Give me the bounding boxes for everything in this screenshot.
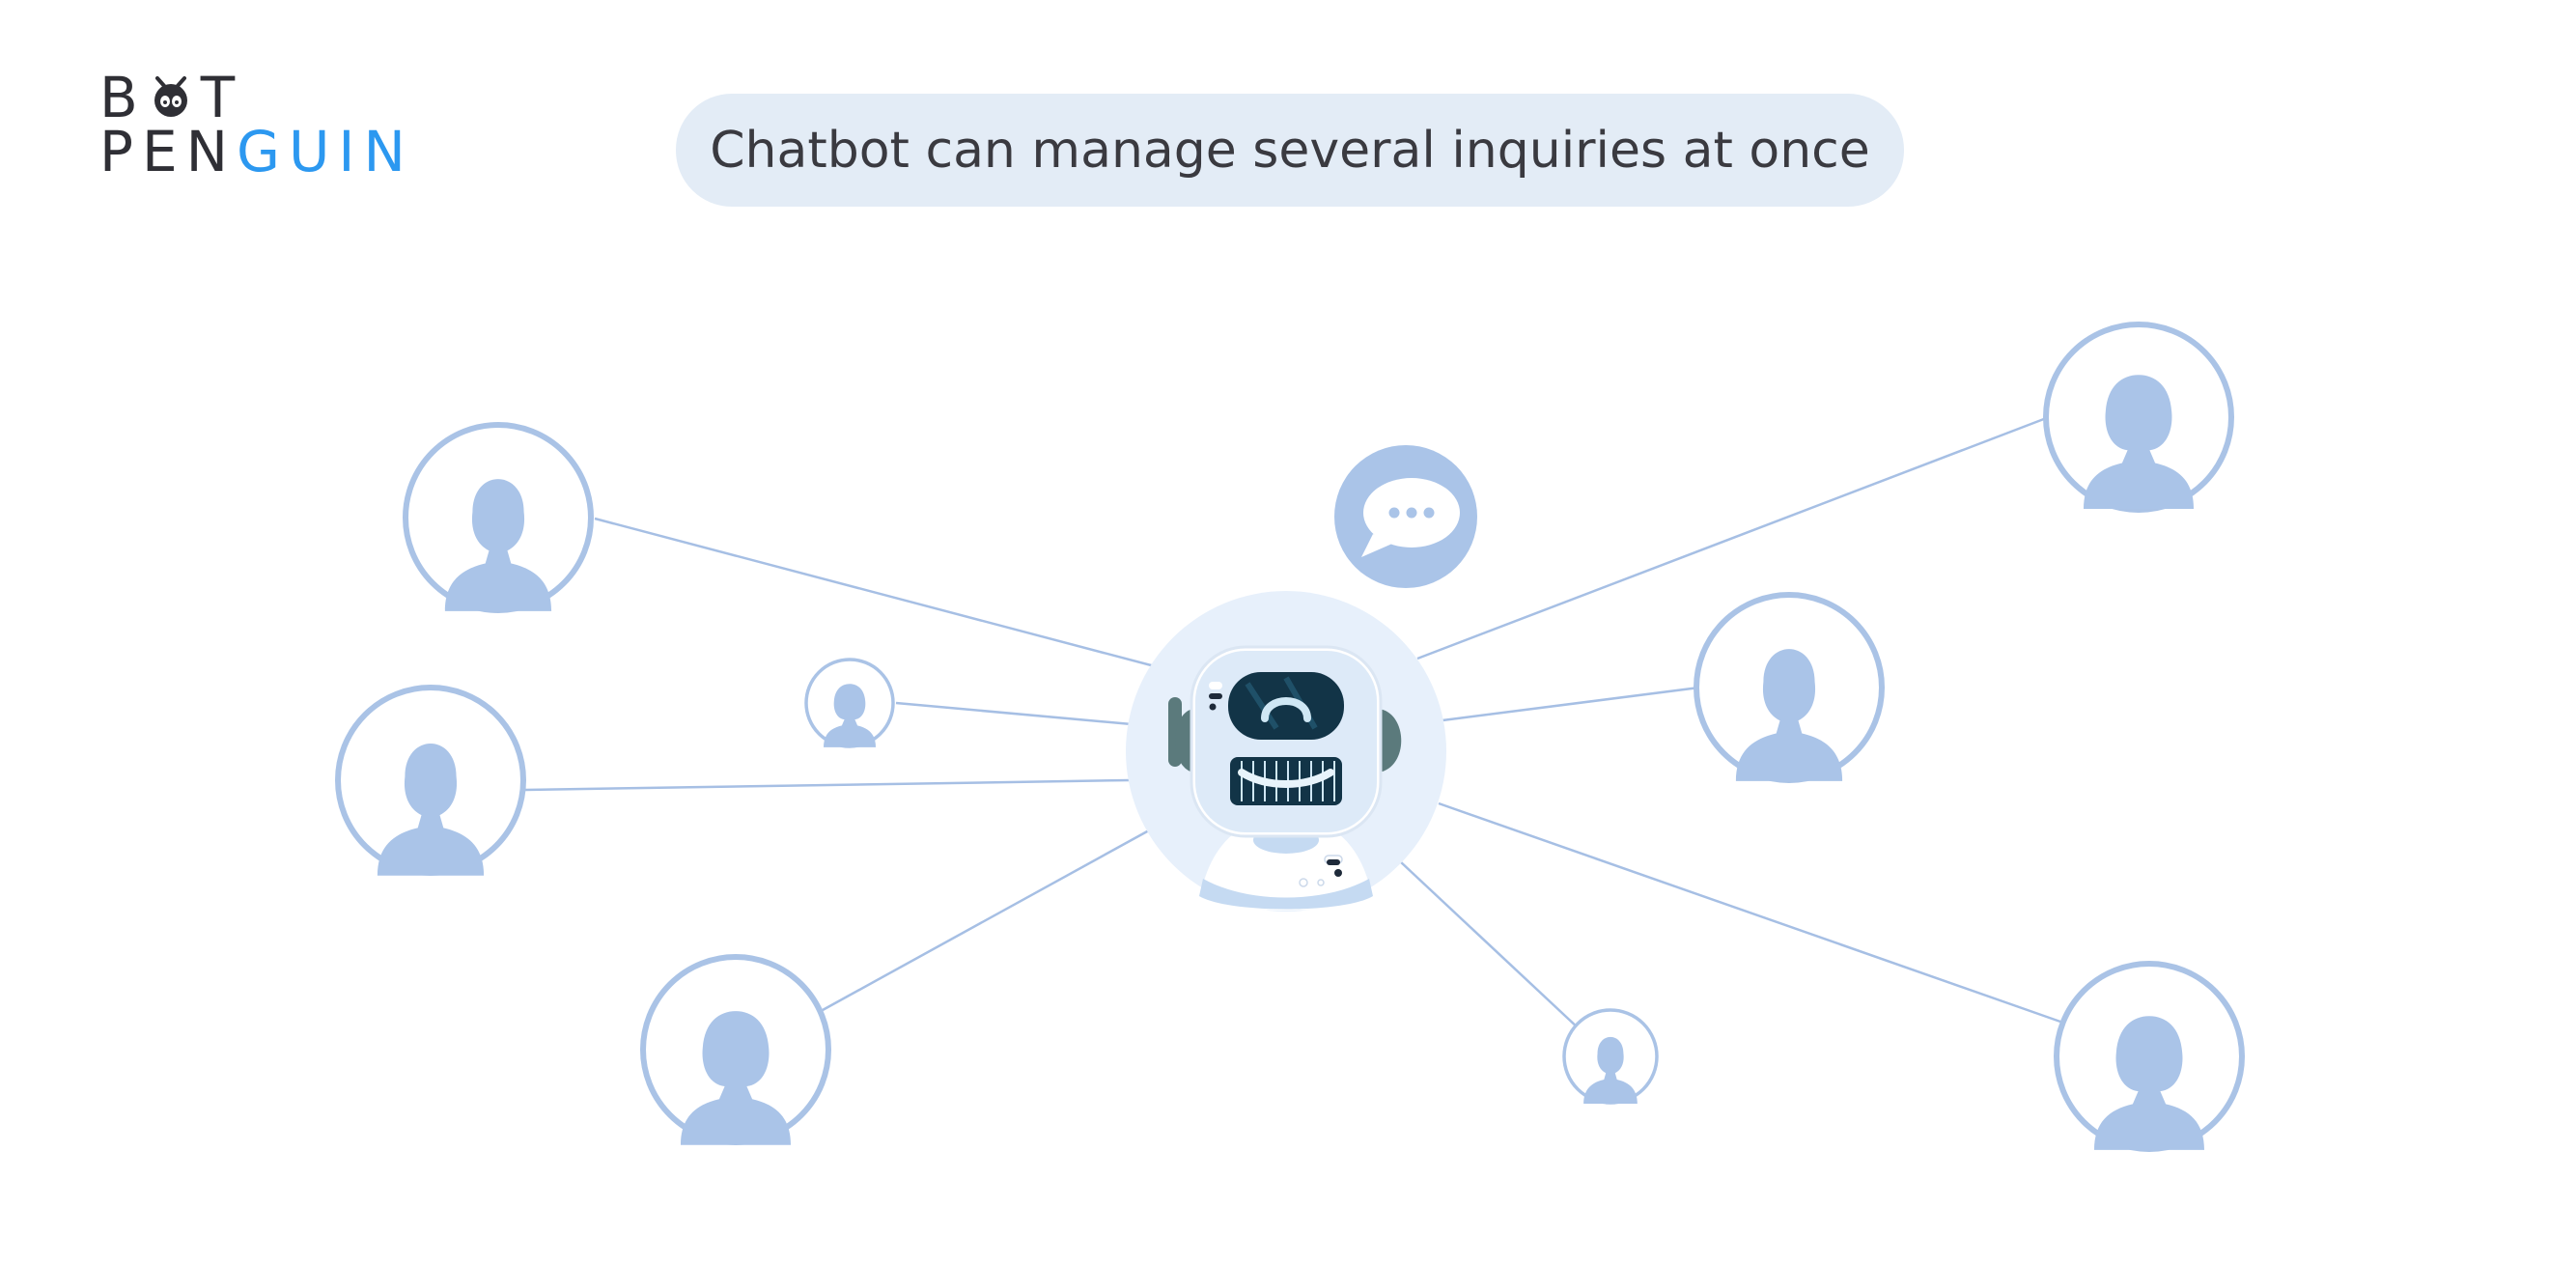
logo-line-top: B T (99, 70, 243, 126)
heading-banner: Chatbot can manage several inquiries at … (676, 94, 1904, 207)
user-avatar-icon (1694, 592, 1885, 783)
connector-lines (524, 415, 2061, 1030)
user-avatar-icon (804, 658, 895, 748)
link-user-2 (524, 778, 1131, 792)
link-user-6 (1442, 686, 1700, 722)
link-user-5 (1416, 415, 2050, 660)
robot-chatbot-icon (1126, 591, 1446, 912)
user-avatar-icon (1562, 1008, 1659, 1105)
link-user-1 (594, 517, 1156, 668)
user-avatar-icon (335, 685, 526, 876)
user-avatar-icon (2043, 322, 2234, 513)
logo-letter-t: T (200, 65, 244, 130)
botpenguin-logo: B T PENGUIN (99, 70, 418, 180)
penguin-face-icon (154, 76, 187, 117)
user-avatar-icon (2054, 961, 2245, 1152)
link-user-4 (895, 701, 1133, 726)
logo-word-pen: PEN (99, 119, 238, 184)
link-user-8 (1399, 860, 1581, 1030)
user-avatar-icon (640, 954, 831, 1145)
user-avatar-icon (403, 422, 594, 613)
logo-word-guin: GUIN (237, 119, 414, 184)
link-user-3 (822, 829, 1150, 1012)
heading-text: Chatbot can manage several inquiries at … (710, 121, 1870, 180)
logo-letter-b: B (99, 65, 147, 130)
chat-bubble-icon (1334, 445, 1477, 588)
logo-line-bottom: PENGUIN (99, 124, 414, 180)
link-user-7 (1438, 801, 2061, 1024)
